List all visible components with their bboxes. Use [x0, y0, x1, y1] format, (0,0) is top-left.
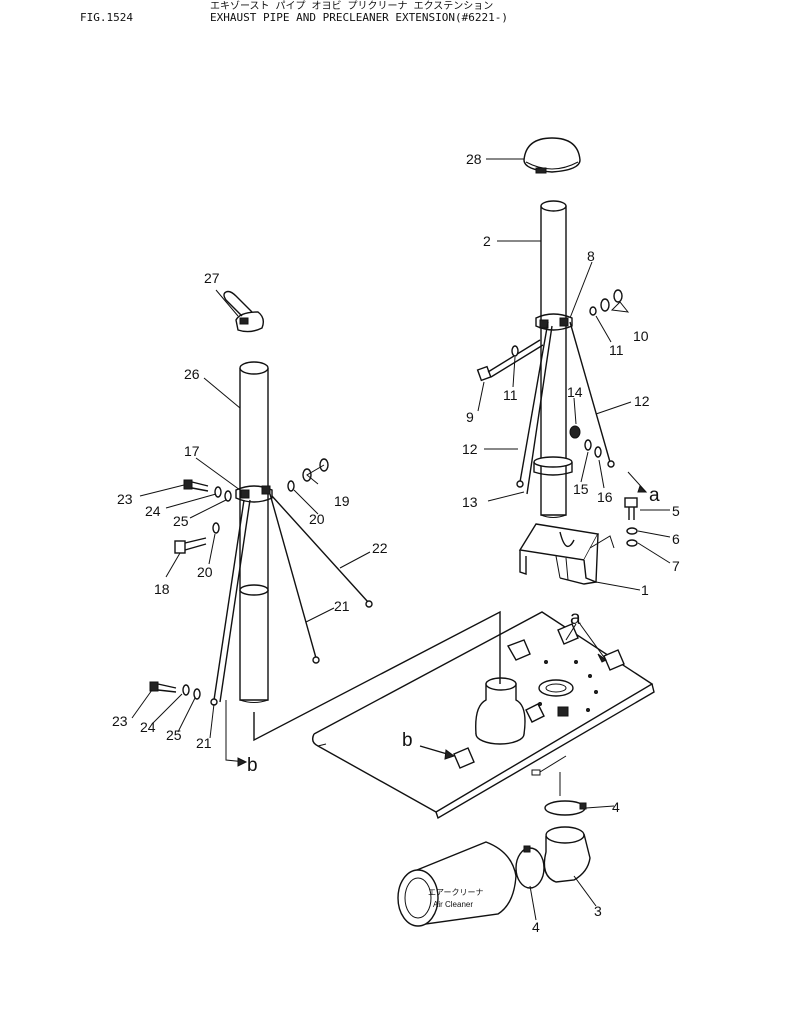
washer-7 — [626, 539, 638, 547]
callout-13: 13 — [462, 494, 478, 510]
callout-8: 8 — [587, 248, 595, 264]
callout-22: 22 — [372, 540, 388, 556]
precleaner-pipe — [533, 200, 573, 518]
callout-9: 9 — [466, 409, 474, 425]
precleaner-cap — [523, 137, 581, 174]
stay-rods-left — [210, 493, 373, 706]
callout-4-lower: 4 — [532, 919, 540, 935]
callout-24-upper: 24 — [145, 503, 161, 519]
callout-18: 18 — [154, 581, 170, 597]
callout-11-left: 11 — [503, 387, 518, 403]
callout-15: 15 — [573, 481, 589, 497]
bolt-14 — [569, 425, 581, 439]
air-cleaner-label-jp: エアークリーナ — [428, 888, 484, 897]
nut-25-lower — [193, 688, 201, 700]
callout-4-upper: 4 — [612, 799, 620, 815]
exhaust-rain-cap-27 — [223, 290, 265, 333]
callout-14: 14 — [567, 384, 583, 400]
exhaust-outlet-stack — [475, 677, 526, 745]
callout-b-hood: b — [402, 730, 413, 751]
callout-27: 27 — [204, 270, 220, 286]
title-japanese: エキゾースト パイプ オヨビ プリクリーナ エクステンション — [210, 1, 494, 12]
callout-20-left: 20 — [197, 564, 213, 580]
callout-24-lower: 24 — [140, 719, 156, 735]
nut-10b — [613, 289, 623, 303]
washer-24-upper — [214, 486, 222, 498]
title-english: EXHAUST PIPE AND PRECLEANER EXTENSION(#6… — [210, 11, 509, 24]
hose-clamp-4-upper — [544, 800, 587, 816]
callout-25-upper: 25 — [173, 513, 189, 529]
stay-rods-right — [516, 321, 615, 495]
bolt-23-lower — [149, 681, 177, 693]
callout-7: 7 — [672, 558, 680, 574]
callout-19: 19 — [334, 493, 350, 509]
air-cleaner-label-en: Air Cleaner — [433, 900, 473, 909]
callout-28: 28 — [466, 151, 482, 167]
hose-clamp-4-lower — [515, 845, 545, 889]
washer-20-lower — [212, 522, 220, 534]
nut-10a — [600, 298, 610, 312]
callout-25-lower: 25 — [166, 727, 182, 743]
callout-11-right: 11 — [609, 342, 624, 358]
bolt-18 — [174, 537, 207, 554]
bolt-9 — [476, 339, 544, 382]
figure-number: FIG.1524 — [80, 11, 133, 24]
nut-16 — [594, 446, 602, 458]
washer-24-lower — [182, 684, 190, 696]
exhaust-pipe-lower — [239, 584, 269, 703]
bolt-23-upper — [183, 479, 209, 492]
washer-6 — [626, 527, 638, 535]
air-cleaner-body — [397, 841, 517, 927]
plate-opening — [538, 679, 574, 697]
callout-labels: 28 2 8 10 11 11 9 14 12 12 15 16 13 a 5 … — [112, 151, 680, 935]
callout-23-lower: 23 — [112, 713, 128, 729]
callout-5: 5 — [672, 503, 680, 519]
callout-a-hood: a — [570, 608, 581, 629]
callout-21-right: 21 — [334, 598, 350, 614]
bracket-1 — [518, 523, 600, 585]
callout-12-right: 12 — [634, 393, 650, 409]
leader-lines — [131, 158, 671, 921]
plate-dots — [538, 660, 598, 712]
callout-12-left: 12 — [462, 441, 478, 457]
callout-16: 16 — [597, 489, 613, 505]
nut-25-upper — [224, 490, 232, 502]
washer-20-upper — [287, 480, 295, 492]
elbow-hose-3 — [543, 826, 591, 883]
callout-6: 6 — [672, 531, 680, 547]
callout-17: 17 — [184, 443, 200, 459]
mount-brackets — [453, 623, 625, 769]
callout-a-right: a — [649, 485, 660, 506]
bolt-5 — [624, 497, 638, 520]
exhaust-pipe-26 — [239, 361, 269, 591]
arrowheads — [237, 485, 648, 767]
callout-21-lower: 21 — [196, 735, 212, 751]
callout-26: 26 — [184, 366, 200, 382]
washer-11-left — [511, 345, 519, 357]
callout-3: 3 — [594, 903, 602, 919]
callout-1: 1 — [641, 582, 649, 598]
callout-20-right: 20 — [309, 511, 325, 527]
callout-23-upper: 23 — [117, 491, 133, 507]
callout-b-left: b — [247, 755, 258, 776]
washer-11-right — [589, 306, 597, 316]
washer-15 — [584, 439, 592, 451]
callout-2: 2 — [483, 233, 491, 249]
callout-10: 10 — [633, 328, 649, 344]
